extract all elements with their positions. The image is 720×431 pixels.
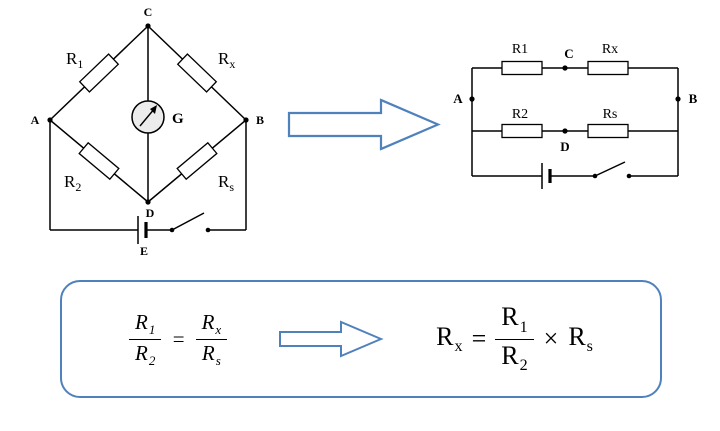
equivalent-wires	[471, 67, 679, 177]
fraction-numerator: Rx	[195, 311, 228, 340]
node-label-a: A	[31, 113, 40, 127]
equals-sign: =	[171, 326, 186, 351]
result-term: Rx	[436, 321, 463, 356]
resistor-r2	[78, 141, 120, 181]
fraction-numerator: R1	[129, 311, 162, 340]
node-dots	[47, 23, 249, 205]
solved-equation: Rx = R1 R2 × Rs	[436, 303, 593, 374]
resistor-r1	[78, 53, 120, 93]
node-label-b: B	[256, 113, 264, 127]
resistor-label-r2: R2	[64, 172, 81, 194]
node-dots	[469, 65, 681, 134]
fraction-r1-over-r2: R1 R2	[495, 303, 534, 374]
battery-label-e: E	[140, 244, 148, 258]
fraction-r1-over-r2: R1 R2	[129, 311, 162, 368]
node-label-d: D	[146, 206, 155, 220]
multiply-sign: ×	[543, 324, 559, 353]
resistor-label-r1: R1	[512, 42, 528, 57]
equivalent-circuit-diagram: R1 Rx C R2 Rs D A B	[453, 42, 698, 189]
node-label-c: C	[564, 46, 573, 61]
equals-sign: =	[471, 324, 487, 353]
formula-box: R1 R2 = Rx Rs Rx = R1 R2 × Rs	[60, 280, 662, 398]
resistor-label-r1: R1	[66, 49, 83, 71]
implies-arrow-icon	[279, 320, 384, 358]
balance-equation: R1 R2 = Rx Rs	[129, 311, 228, 368]
node-label-b: B	[689, 91, 698, 106]
resistor-r1	[501, 60, 543, 76]
switch	[592, 161, 632, 179]
galvanometer-label: G	[172, 111, 184, 127]
node-label-a: A	[453, 91, 463, 106]
fraction-numerator: R1	[495, 303, 534, 340]
resistor-label-r2: R2	[512, 107, 528, 122]
resistor-rs	[587, 123, 629, 139]
resistor-rx	[176, 53, 218, 93]
resistor-r2	[501, 123, 543, 139]
resistor-rx	[587, 60, 629, 76]
switch	[169, 212, 211, 233]
resistor-label-rx: Rx	[602, 42, 618, 57]
factor-term: Rs	[568, 321, 593, 356]
resistor-label-rs: Rs	[603, 107, 618, 122]
galvanometer	[131, 100, 165, 134]
battery-symbol	[541, 163, 552, 189]
fraction-rx-over-rs: Rx Rs	[195, 311, 228, 368]
fraction-denominator: Rs	[201, 340, 221, 368]
transform-arrow-icon	[287, 98, 441, 151]
fraction-denominator: R2	[501, 340, 528, 374]
resistor-label-rs: Rs	[218, 172, 234, 194]
fraction-denominator: R2	[135, 340, 156, 368]
node-label-c: C	[144, 5, 153, 19]
needle-arrow-icon	[150, 105, 157, 114]
node-label-d: D	[560, 139, 569, 154]
resistor-rs	[176, 141, 218, 181]
resistor-label-rx: Rx	[218, 49, 235, 71]
bridge-circuit-diagram: C A B D E G R1 Rx R2 Rs	[31, 5, 264, 258]
battery-symbol	[137, 216, 148, 244]
